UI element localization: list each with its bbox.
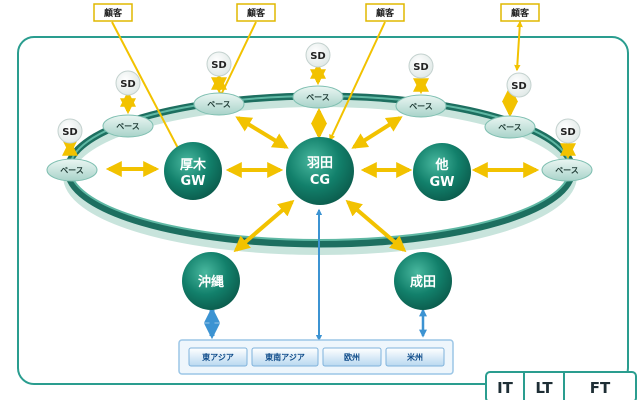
hub-other: 他 GW bbox=[413, 143, 471, 201]
hub-atsugi-code: GW bbox=[180, 174, 205, 189]
region-bar: 東アジア 東南アジア 欧州 米州 bbox=[178, 339, 454, 375]
hub-haneda: 羽田 CG bbox=[286, 137, 354, 205]
base-label: ベース bbox=[306, 93, 330, 102]
hub-other-name: 他 bbox=[434, 157, 448, 173]
region-southeast-asia: 東南アジア bbox=[265, 352, 305, 362]
mode-tabs: IT LT FT bbox=[485, 371, 637, 400]
customer-label: 顧客 bbox=[376, 7, 395, 19]
hub-other-code: GW bbox=[429, 175, 454, 190]
tab-it[interactable]: IT bbox=[497, 379, 514, 397]
region-arrows bbox=[203, 208, 428, 342]
hub-narita: 成田 bbox=[394, 252, 452, 310]
sd-label: SD bbox=[413, 62, 429, 73]
hub-okinawa: 沖縄 bbox=[182, 252, 240, 310]
sd-nodes: SD SD SD SD SD SD SD bbox=[57, 42, 581, 144]
hub-haneda-name: 羽田 bbox=[307, 156, 333, 171]
sd-label: SD bbox=[120, 79, 136, 90]
hub-arrows bbox=[105, 107, 540, 253]
hub-narita-name: 成田 bbox=[410, 274, 436, 290]
base-label: ベース bbox=[207, 100, 231, 109]
customer-label: 顧客 bbox=[511, 7, 530, 19]
sd-label: SD bbox=[211, 60, 227, 71]
sd-label: SD bbox=[310, 51, 326, 62]
base-label: ベース bbox=[555, 166, 579, 175]
base-label: ベース bbox=[409, 102, 433, 111]
region-east-asia: 東アジア bbox=[202, 352, 234, 362]
base-nodes: ベース ベース ベース ベース ベース ベース ベース bbox=[46, 85, 593, 182]
sd-label: SD bbox=[511, 81, 527, 92]
sd-label: SD bbox=[560, 127, 576, 138]
region-americas: 米州 bbox=[406, 352, 423, 362]
base-label: ベース bbox=[498, 123, 522, 132]
base-label: ベース bbox=[116, 122, 140, 131]
region-europe: 欧州 bbox=[344, 352, 360, 362]
hub-atsugi: 厚木 GW bbox=[164, 142, 222, 200]
tab-ft[interactable]: FT bbox=[590, 379, 611, 397]
hub-okinawa-name: 沖縄 bbox=[198, 274, 224, 290]
sd-base-arrows bbox=[62, 62, 576, 160]
customer-label: 顧客 bbox=[104, 7, 123, 19]
tab-lt[interactable]: LT bbox=[535, 379, 553, 397]
hub-atsugi-name: 厚木 bbox=[180, 157, 207, 173]
base-label: ベース bbox=[60, 166, 84, 175]
sd-label: SD bbox=[62, 127, 78, 138]
outer-frame bbox=[17, 36, 629, 385]
hub-haneda-code: CG bbox=[310, 173, 330, 188]
customer-labels: 顧客 顧客 顧客 顧客 bbox=[93, 3, 540, 22]
customer-label: 顧客 bbox=[247, 7, 266, 19]
